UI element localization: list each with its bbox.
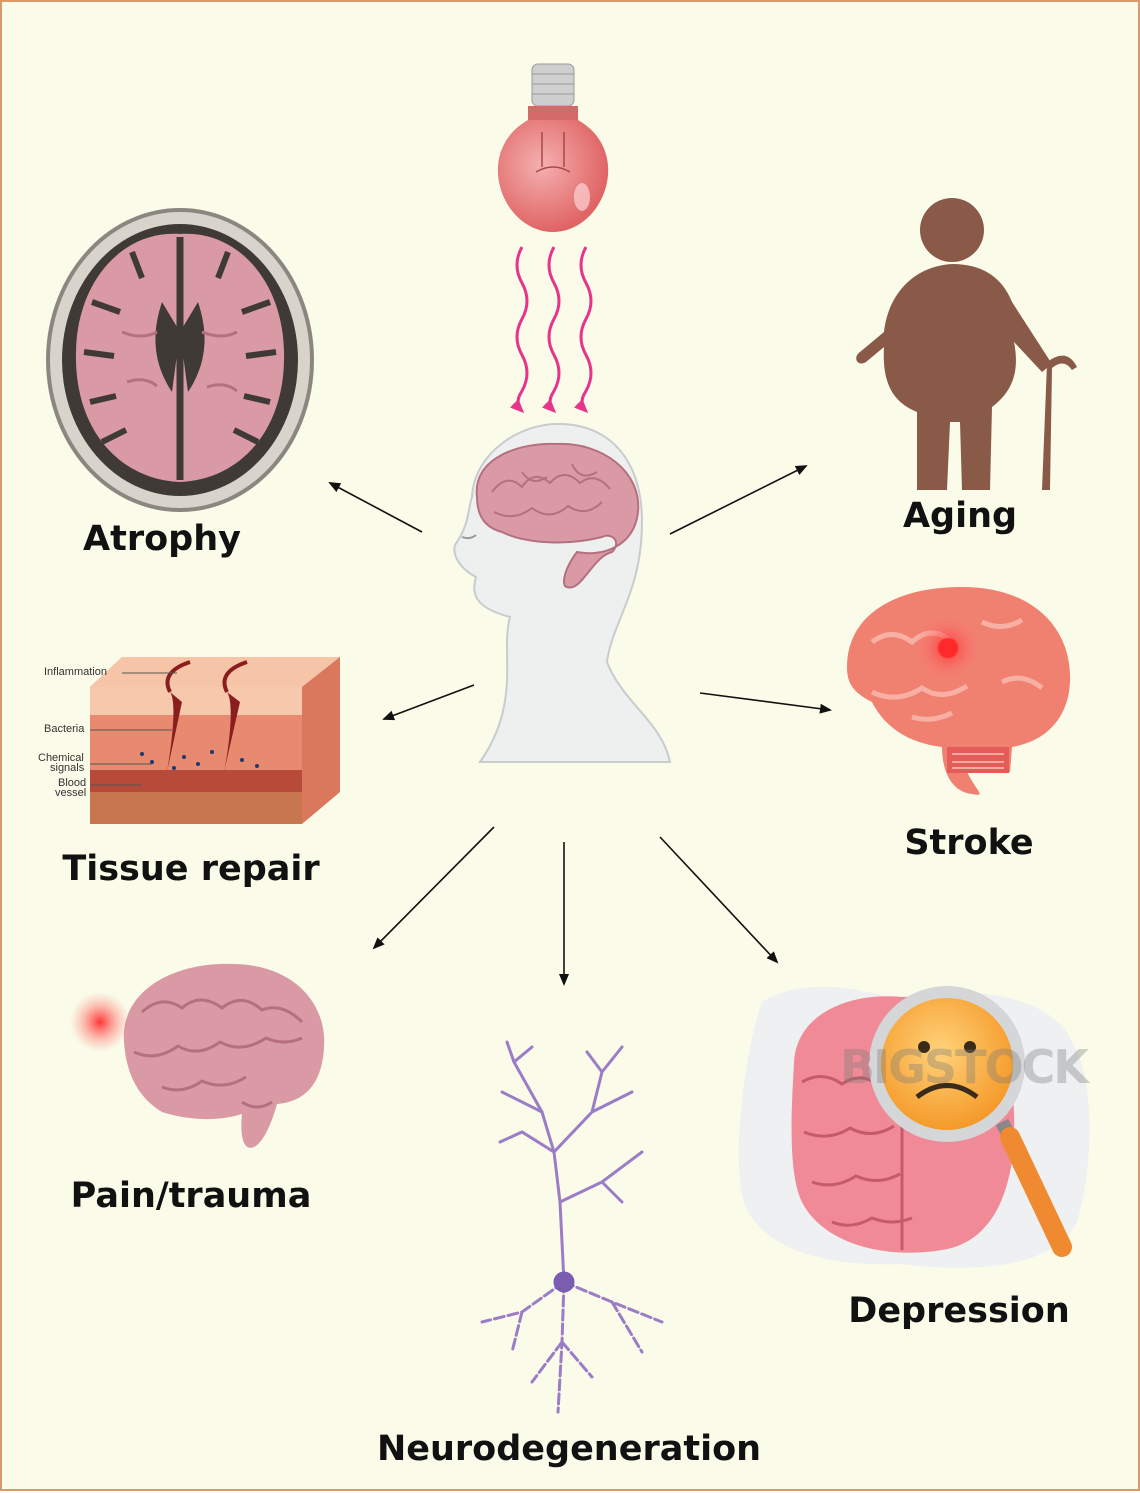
elderly-person-icon xyxy=(856,198,1077,490)
skin-wound-icon xyxy=(90,657,340,824)
label-depression: Depression xyxy=(848,1294,1069,1329)
watermark-text: BIGSTOCK xyxy=(840,1040,1087,1094)
brain-mri-icon xyxy=(48,210,312,510)
injured-brain-icon xyxy=(70,964,324,1148)
neuron-icon xyxy=(482,1042,662,1412)
label-atrophy: Atrophy xyxy=(83,522,241,557)
label-tissue-repair: Tissue repair xyxy=(62,852,319,887)
arrow-to-atrophy xyxy=(330,483,422,532)
arrow-to-pain-trauma xyxy=(374,827,494,948)
arrow-to-tissue-repair xyxy=(384,685,474,719)
label-neurodegeneration: Neurodegeneration xyxy=(377,1432,761,1467)
stroke-brain-icon xyxy=(847,587,1070,795)
annotation-bacteria: Bacteria xyxy=(44,724,84,735)
label-aging: Aging xyxy=(903,499,1017,534)
annotation-chemical-signals-line2: signals xyxy=(50,763,84,774)
annotation-blood-vessel-line2: vessel xyxy=(55,788,86,799)
arrow-to-depression xyxy=(660,837,777,962)
arrow-to-stroke xyxy=(700,693,830,710)
arrow-to-aging xyxy=(670,466,806,534)
annotation-inflammation: Inflammation xyxy=(44,667,107,678)
light-rays-icon xyxy=(517,247,591,411)
label-pain-trauma: Pain/trauma xyxy=(71,1179,312,1214)
sad-brain-magnifier-icon xyxy=(739,986,1090,1268)
light-bulb-icon xyxy=(498,64,608,232)
human-head-icon xyxy=(454,424,670,762)
label-stroke: Stroke xyxy=(904,826,1033,861)
